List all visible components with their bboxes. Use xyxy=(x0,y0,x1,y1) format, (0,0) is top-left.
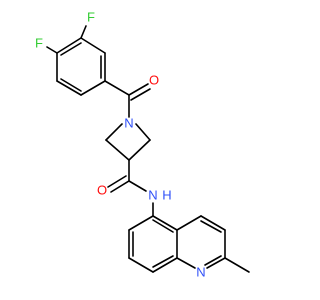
bonds xyxy=(46,25,250,273)
bond xyxy=(128,139,151,161)
bond xyxy=(135,123,151,141)
oxygen-atom-label: O xyxy=(149,73,159,88)
bond xyxy=(104,80,130,96)
molecule-structure-diagram: F F O N O N H N xyxy=(35,10,250,280)
bond xyxy=(152,215,178,231)
nitrogen-atom-label: N xyxy=(148,188,157,203)
fluorine-atom-label: F xyxy=(87,10,95,25)
bond xyxy=(224,257,250,273)
bond xyxy=(80,25,87,39)
oxygen-atom-label: O xyxy=(97,183,107,198)
nitrogen-atom-label: N xyxy=(196,265,205,280)
fluorine-atom-label: F xyxy=(35,36,43,51)
bond xyxy=(152,257,178,273)
bond xyxy=(128,180,147,192)
bond xyxy=(176,215,202,231)
bond xyxy=(46,46,58,54)
bond xyxy=(200,220,222,233)
bond xyxy=(128,215,154,231)
bond xyxy=(110,180,130,193)
bond xyxy=(200,215,226,231)
bond xyxy=(206,257,226,269)
bond xyxy=(56,37,82,54)
bond xyxy=(80,80,106,96)
nitrogen-atom-label: N xyxy=(124,116,133,131)
bond xyxy=(128,83,149,96)
bond xyxy=(80,37,106,54)
bond xyxy=(56,80,82,96)
bond xyxy=(130,88,151,101)
bond xyxy=(107,175,127,188)
bond xyxy=(60,42,82,56)
bond xyxy=(152,255,174,268)
bond xyxy=(176,257,196,269)
atom-labels: F F O N O N H N xyxy=(35,10,206,280)
bond xyxy=(152,219,174,233)
bond xyxy=(105,123,123,141)
bond xyxy=(60,78,82,92)
bond xyxy=(105,139,130,161)
hydrogen-atom-label: H xyxy=(162,188,171,203)
bond xyxy=(128,257,154,273)
bond xyxy=(204,255,222,266)
